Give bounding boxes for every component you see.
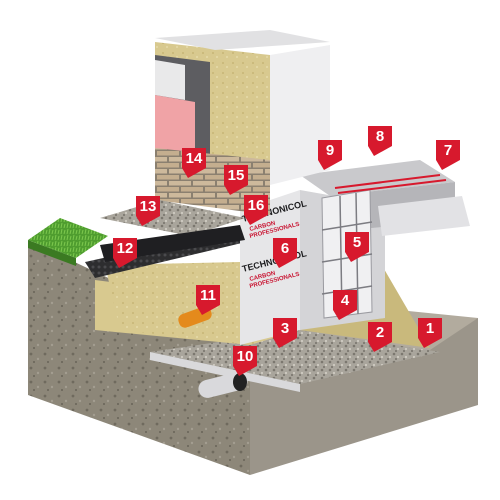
label-tag-10: 10 [233,346,257,376]
label-tag-shape [196,285,220,315]
label-tag-shape [113,238,137,268]
grass-patch [28,218,108,258]
label-tag-shape [368,126,392,156]
label-tag-number: 11 [200,287,216,304]
label-tag-number: 12 [117,240,134,257]
label-tag-shape [368,322,392,352]
label-tag-15: 15 [224,165,248,195]
label-tag-shape [318,140,342,170]
label-tag-13: 13 [136,196,160,226]
label-tag-number: 3 [281,320,289,337]
xps-board-front [240,190,300,345]
label-tag-number: 4 [341,292,350,309]
label-tag-shape [136,196,160,226]
label-tag-shape [436,140,460,170]
label-tag-number: 6 [281,240,289,257]
label-tag-16: 16 [244,195,268,225]
slab-xps [378,196,470,236]
grass-edge [28,240,76,266]
label-tag-number: 7 [444,142,452,159]
label-tag-3: 3 [273,318,297,348]
label-tag-shape [345,232,369,262]
label-tag-shape [224,165,248,195]
label-tag-number: 15 [228,167,245,184]
label-tag-number: 14 [186,150,203,167]
concrete-foundation [300,160,470,319]
label-tag-2: 2 [368,322,392,352]
label-tag-shape [233,346,257,376]
label-tag-number: 13 [140,198,157,215]
label-tag-14: 14 [182,148,206,178]
label-tag-6: 6 [273,238,297,268]
label-tag-8: 8 [368,126,392,156]
wall-top-cap [155,30,330,50]
slab-rebar [334,174,447,194]
label-tag-number: 10 [237,348,254,365]
label-tag-shape [418,318,442,348]
label-tag-shape [244,195,268,225]
label-tag-number: 9 [326,142,334,159]
label-tag-shape [273,238,297,268]
label-tag-9: 9 [318,140,342,170]
label-tag-number: 2 [376,324,384,341]
trench-gravel [150,330,440,384]
label-tag-shape [333,290,357,320]
label-tag-4: 4 [333,290,357,320]
label-tag-number: 8 [376,128,384,145]
label-tag-shape [182,148,206,178]
label-tag-12: 12 [113,238,137,268]
label-tag-number: 5 [353,234,361,251]
soil-front-face [28,240,250,475]
label-tag-number: 16 [248,197,265,214]
trench-liner [150,352,300,392]
label-tag-5: 5 [345,232,369,262]
label-tag-shape [273,318,297,348]
label-tag-1: 1 [418,318,442,348]
plaster-layer-light [155,60,185,100]
drainage-trench [150,330,440,398]
label-tag-11: 11 [196,285,220,315]
aerated-block-wall [270,45,330,185]
label-tag-7: 7 [436,140,460,170]
drain-pipe-end [233,373,247,391]
label-tag-number: 1 [426,320,434,337]
